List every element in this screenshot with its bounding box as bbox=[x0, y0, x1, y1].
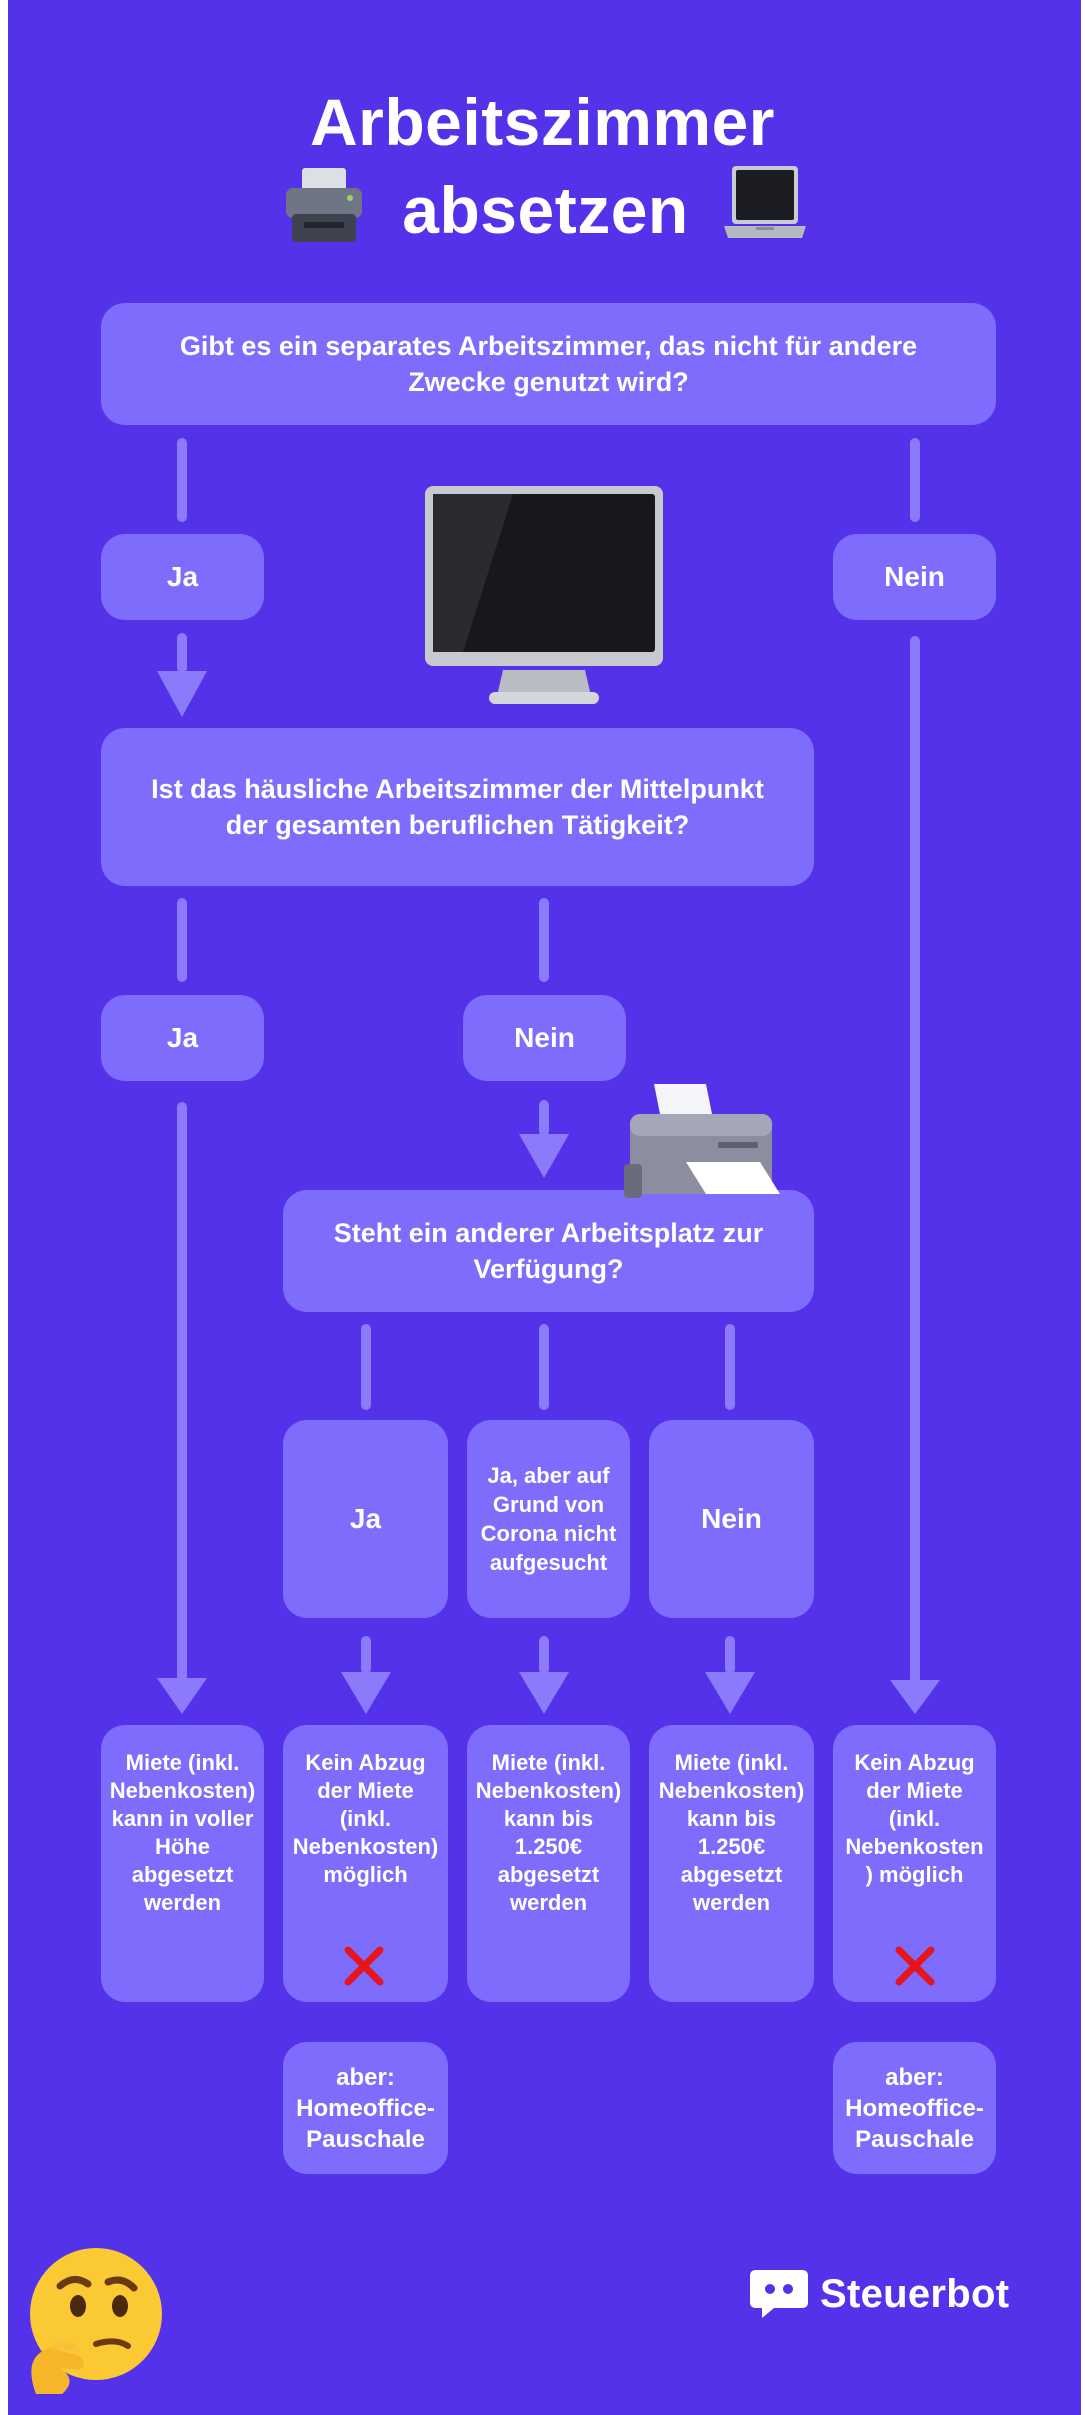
arrowhead-result1 bbox=[157, 1678, 207, 1714]
option-q1-no: Nein bbox=[833, 534, 996, 620]
thinking-face-icon bbox=[30, 2248, 162, 2394]
printer-icon bbox=[286, 168, 362, 242]
brand-name: Steuerbot bbox=[820, 2271, 1010, 2316]
homeoffice-allowance-right: aber: Homeoffice-Pauschale bbox=[833, 2042, 996, 2174]
connector-q1-no bbox=[910, 438, 920, 522]
cross-mark-icon bbox=[895, 1946, 935, 1986]
question-center-of-work-text: Ist das häusliche Arbeitszimmer der Mitt… bbox=[151, 774, 764, 840]
title-line-2: absetzen bbox=[402, 173, 689, 247]
homeoffice-allowance-right-text: aber: Homeoffice-Pauschale bbox=[845, 2063, 984, 2153]
question-other-workplace-text: Steht ein anderer Arbeitsplatz zur Verfü… bbox=[333, 1218, 764, 1284]
homeoffice-allowance-left: aber: Homeoffice-Pauschale bbox=[283, 2042, 448, 2174]
connector-nein-result4 bbox=[725, 1636, 735, 1674]
option-q3-yes-label: Ja bbox=[349, 1503, 382, 1534]
option-q3-corona-label: Ja, aber auf Grund von Corona nicht aufg… bbox=[480, 1463, 617, 1575]
title-line-1: Arbeitszimmer bbox=[310, 85, 775, 159]
option-q3-yes: Ja bbox=[283, 1420, 448, 1618]
connector-q1-yes bbox=[177, 438, 187, 522]
result-full-deduction-text: Miete (inkl. Nebenkosten) kann in voller… bbox=[109, 1750, 256, 1915]
desktop-monitor-icon bbox=[425, 486, 663, 704]
question-center-of-work: Ist das häusliche Arbeitszimmer der Mitt… bbox=[101, 728, 814, 886]
printer-icon bbox=[624, 1084, 780, 1198]
option-q2-no-label: Nein bbox=[514, 1022, 575, 1053]
question-separate-room: Gibt es ein separates Arbeitszimmer, das… bbox=[101, 303, 996, 425]
connector-q3-no bbox=[725, 1324, 735, 1410]
connector-yes-q2 bbox=[177, 633, 187, 673]
result-no-deduction-no-room-text: Kein Abzug der Miete (inkl. Nebenkosten … bbox=[845, 1750, 984, 1887]
connector-no-q3 bbox=[539, 1100, 549, 1136]
option-q3-no-label: Nein bbox=[701, 1503, 762, 1534]
arrowhead-result4 bbox=[705, 1672, 755, 1714]
connector-yes-result1 bbox=[177, 1102, 187, 1682]
option-q1-yes-label: Ja bbox=[166, 561, 199, 592]
brand-logo: Steuerbot bbox=[748, 2264, 1009, 2324]
option-q3-corona: Ja, aber auf Grund von Corona nicht aufg… bbox=[467, 1420, 630, 1618]
option-q1-yes: Ja bbox=[101, 534, 264, 620]
arrowhead-q3 bbox=[519, 1134, 569, 1178]
connector-corona-result3 bbox=[539, 1636, 549, 1674]
page-edge-left bbox=[0, 0, 8, 2415]
page-edge-right bbox=[1081, 0, 1085, 2415]
infographic-title: Arbeitszimmer absetzen bbox=[0, 78, 1085, 254]
arrowhead-result2 bbox=[341, 1672, 391, 1714]
option-q2-yes: Ja bbox=[101, 995, 264, 1081]
connector-q3-corona bbox=[539, 1324, 549, 1410]
result-no-deduction: Kein Abzug der Miete (inkl. Nebenkosten)… bbox=[283, 1725, 448, 2002]
result-partial-deduction-text: Miete (inkl. Nebenkosten) kann bis 1.250… bbox=[658, 1750, 805, 1915]
chatbot-logo-icon bbox=[750, 2270, 808, 2318]
connector-q2-no bbox=[539, 898, 549, 982]
connector-q3-yes bbox=[361, 1324, 371, 1410]
cross-mark-icon bbox=[344, 1946, 384, 1986]
arrowhead-result3 bbox=[519, 1672, 569, 1714]
result-no-deduction-no-room: Kein Abzug der Miete (inkl. Nebenkosten … bbox=[833, 1725, 996, 2002]
arrowhead-q2 bbox=[157, 671, 207, 717]
question-other-workplace: Steht ein anderer Arbeitsplatz zur Verfü… bbox=[283, 1190, 814, 1312]
laptop-icon bbox=[724, 166, 806, 238]
result-full-deduction: Miete (inkl. Nebenkosten) kann in voller… bbox=[101, 1725, 264, 2002]
connector-no-result5 bbox=[910, 636, 920, 1683]
result-partial-deduction-corona-text: Miete (inkl. Nebenkosten) kann bis 1.250… bbox=[475, 1750, 622, 1915]
question-separate-room-text: Gibt es ein separates Arbeitszimmer, das… bbox=[179, 331, 918, 397]
result-no-deduction-text: Kein Abzug der Miete (inkl. Nebenkosten)… bbox=[292, 1750, 439, 1887]
option-q2-yes-label: Ja bbox=[166, 1022, 199, 1053]
option-q3-no: Nein bbox=[649, 1420, 814, 1618]
homeoffice-allowance-left-text: aber: Homeoffice-Pauschale bbox=[296, 2063, 435, 2153]
connector-ja-result2 bbox=[361, 1636, 371, 1674]
option-q2-no: Nein bbox=[463, 995, 626, 1081]
result-partial-deduction-corona: Miete (inkl. Nebenkosten) kann bis 1.250… bbox=[467, 1725, 630, 2002]
connector-q2-yes bbox=[177, 898, 187, 982]
option-q1-no-label: Nein bbox=[884, 561, 945, 592]
result-partial-deduction: Miete (inkl. Nebenkosten) kann bis 1.250… bbox=[649, 1725, 814, 2002]
arrowhead-result5 bbox=[890, 1680, 940, 1714]
